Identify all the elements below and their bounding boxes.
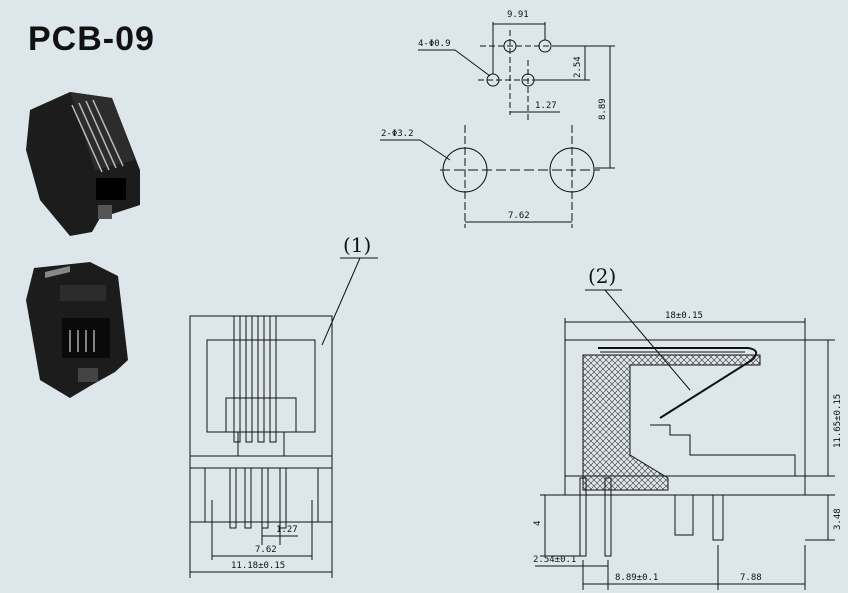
dim-peg-hole: 2-Φ3.2 [381, 129, 414, 139]
dim-pin-pitch: 1.27 [535, 101, 557, 111]
side-view-dimensions: 18±0.15 11.65±0.15 3.48 4 2.54±0.1 8.89±… [533, 311, 843, 583]
view-label-2: (2) [588, 264, 616, 288]
footprint-dimensions: 9.91 4-Φ0.9 2.54 1.27 8.89 2-Φ3.2 7.62 [381, 10, 608, 221]
dim-standoff: 4 [533, 521, 543, 526]
jack-photo-top [26, 92, 140, 236]
dim-side-length: 18±0.15 [665, 311, 703, 321]
dim-height-to-peg: 8.89 [598, 98, 608, 120]
jack-photo-bottom [26, 262, 128, 398]
view-label-1: (1) [343, 233, 371, 257]
dim-front-pin-span: 7.62 [255, 545, 277, 555]
dim-front-width: 11.18±0.15 [231, 561, 285, 571]
dim-peg-offset: 8.89±0.1 [615, 573, 658, 583]
dim-lead-length: 3.48 [833, 508, 843, 530]
front-view-dimensions: 1.27 7.62 11.18±0.15 [231, 525, 298, 571]
pcb-footprint [380, 22, 615, 228]
dim-peg-spacing: 7.62 [508, 211, 530, 221]
dim-pin-spacing: 9.91 [507, 10, 529, 20]
dim-pin-hole: 4-Φ0.9 [418, 39, 451, 49]
dim-side-height: 11.65±0.15 [833, 394, 843, 448]
dim-front-pitch: 1.27 [276, 525, 298, 535]
dim-lead-offset: 2.54±0.1 [533, 555, 576, 565]
side-view [535, 318, 835, 590]
dim-rear-offset: 7.88 [740, 573, 762, 583]
dim-row-offset: 2.54 [573, 56, 583, 78]
page-title: PCB-09 [28, 20, 155, 58]
front-view [189, 315, 333, 578]
